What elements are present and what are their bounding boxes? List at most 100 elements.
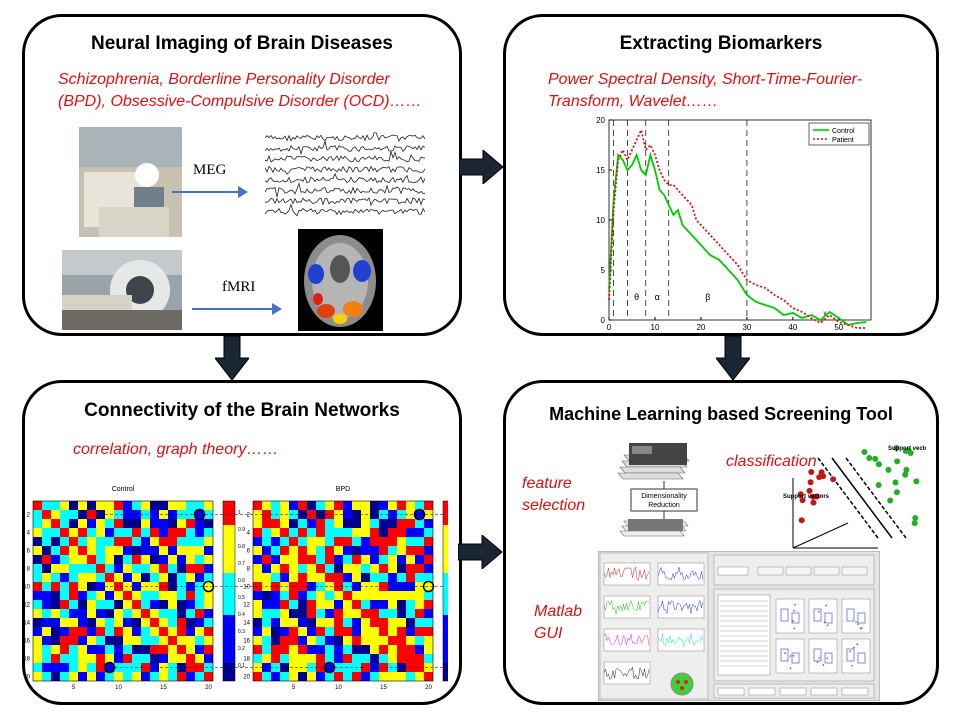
matrix-cell bbox=[33, 618, 42, 627]
matrix-cell bbox=[289, 645, 298, 654]
matrix-cell bbox=[388, 537, 397, 546]
matrix-cell bbox=[96, 510, 105, 519]
matrix-cell bbox=[42, 564, 51, 573]
colorbar-frame bbox=[222, 500, 236, 682]
matrix-y-tick: 12 bbox=[243, 603, 250, 609]
matrix-cell bbox=[388, 564, 397, 573]
matrix-cell bbox=[78, 636, 87, 645]
matrix-cell bbox=[280, 609, 289, 618]
matrix-cell bbox=[96, 546, 105, 555]
highlight-circle bbox=[193, 508, 206, 521]
matrix-cell bbox=[307, 636, 316, 645]
matrix-cell bbox=[168, 546, 177, 555]
class-b-point bbox=[902, 471, 909, 478]
matrix-cell bbox=[177, 519, 186, 528]
matrix-y-tick: 6 bbox=[27, 549, 31, 555]
matrix-cell bbox=[114, 591, 123, 600]
support-vectors-label-top: Support vectors bbox=[888, 446, 926, 452]
matrix-cell bbox=[370, 609, 379, 618]
gui-toolbar-button bbox=[841, 566, 868, 576]
matrix-y-tick: 4 bbox=[247, 531, 251, 537]
matrix-cell bbox=[78, 555, 87, 564]
matrix-cell bbox=[280, 654, 289, 663]
matrix-cell bbox=[325, 555, 334, 564]
panel-title: Neural Imaging of Brain Diseases bbox=[91, 33, 393, 54]
dim-reduction-label-2: Reduction bbox=[648, 502, 680, 509]
matrix-cell bbox=[204, 672, 213, 681]
matrix-cell bbox=[87, 627, 96, 636]
matrix-cell bbox=[352, 627, 361, 636]
matrix-x-tick: 20 bbox=[425, 685, 432, 691]
matrix-cell bbox=[159, 663, 168, 672]
matrix-cell bbox=[33, 537, 42, 546]
matrix-cell bbox=[388, 528, 397, 537]
matrix-cell bbox=[370, 537, 379, 546]
matrix-cell bbox=[334, 564, 343, 573]
matrix-cell bbox=[289, 573, 298, 582]
y-tick-label: 15 bbox=[596, 166, 605, 175]
matrix-cell bbox=[186, 627, 195, 636]
gui-box bbox=[813, 608, 822, 622]
matrix-cell bbox=[114, 573, 123, 582]
matrix-cell bbox=[78, 591, 87, 600]
matrix-cell bbox=[316, 618, 325, 627]
gui-outlier bbox=[789, 667, 792, 669]
matrix-cell bbox=[424, 582, 433, 591]
matrix-cell bbox=[415, 537, 424, 546]
matrix-cell bbox=[186, 519, 195, 528]
colorbar-segment bbox=[223, 639, 235, 645]
matrix-cell bbox=[334, 573, 343, 582]
matrix-cell bbox=[298, 609, 307, 618]
colorbar-tick: 0.9 bbox=[238, 527, 245, 533]
matrix-cell bbox=[69, 636, 78, 645]
matrix-y-tick: 8 bbox=[247, 567, 251, 573]
gui-signal-plot bbox=[657, 628, 705, 652]
gui-outlier bbox=[794, 603, 796, 606]
matrix-cell bbox=[123, 555, 132, 564]
matrix-cell bbox=[307, 618, 316, 627]
matrix-cell bbox=[424, 645, 433, 654]
matrix-cell bbox=[51, 663, 60, 672]
matrix-cell bbox=[397, 501, 406, 510]
matrix-cell bbox=[150, 582, 159, 591]
matrix-cell bbox=[141, 627, 150, 636]
matrix-cell bbox=[325, 663, 334, 672]
gui-box bbox=[857, 612, 866, 624]
class-b-point bbox=[893, 444, 900, 451]
matrix-cell bbox=[150, 654, 159, 663]
matrix-cell bbox=[186, 555, 195, 564]
matrix-cell bbox=[253, 609, 262, 618]
matrix-cell bbox=[388, 618, 397, 627]
gui-box bbox=[780, 648, 789, 662]
colorbar-segment bbox=[443, 525, 448, 531]
matrix-cell bbox=[325, 546, 334, 555]
matrix-cell bbox=[159, 591, 168, 600]
matrix-cell bbox=[87, 618, 96, 627]
matrix-cell bbox=[51, 582, 60, 591]
colorbar-segment bbox=[443, 663, 448, 669]
class-a-point bbox=[816, 474, 823, 481]
matrix-cell bbox=[262, 654, 271, 663]
matrix-cell bbox=[415, 546, 424, 555]
matrix-cell bbox=[352, 654, 361, 663]
colorbar-segment bbox=[443, 633, 448, 639]
gui-signal-trace bbox=[657, 566, 704, 580]
matrix-cell bbox=[271, 654, 280, 663]
matrix-cell bbox=[325, 510, 334, 519]
matrix-cell bbox=[289, 564, 298, 573]
meg-scanner-photo bbox=[79, 127, 182, 237]
matrix-cell bbox=[168, 591, 177, 600]
matrix-cell bbox=[406, 618, 415, 627]
matrix-cell bbox=[123, 618, 132, 627]
colorbar-segment bbox=[223, 519, 235, 525]
matrix-cell bbox=[343, 645, 352, 654]
colorbar-tick: 0.5 bbox=[238, 595, 245, 601]
matrix-cell bbox=[343, 609, 352, 618]
gui-box bbox=[846, 608, 855, 622]
matrix-cell bbox=[141, 600, 150, 609]
matrix-cell bbox=[271, 528, 280, 537]
matrix-cell bbox=[271, 645, 280, 654]
band-label: θ bbox=[634, 292, 639, 302]
matrix-cell bbox=[195, 555, 204, 564]
